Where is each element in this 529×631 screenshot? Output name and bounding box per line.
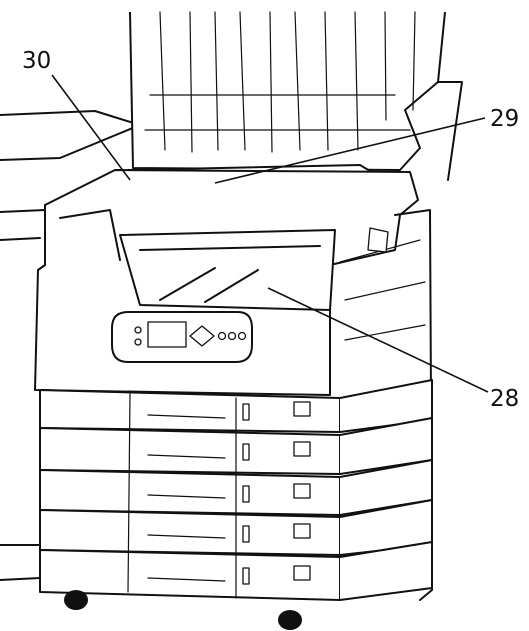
top-cover bbox=[129, 11, 463, 181]
callout-29-label: 29 bbox=[490, 106, 519, 132]
paper-trays bbox=[39, 379, 433, 601]
operator-panel bbox=[111, 311, 253, 363]
callout-leaders bbox=[51, 74, 489, 393]
casters bbox=[64, 590, 302, 630]
paper-path bbox=[119, 229, 336, 311]
callout-30-label: 30 bbox=[22, 48, 51, 74]
callout-28-label: 28 bbox=[490, 386, 519, 412]
